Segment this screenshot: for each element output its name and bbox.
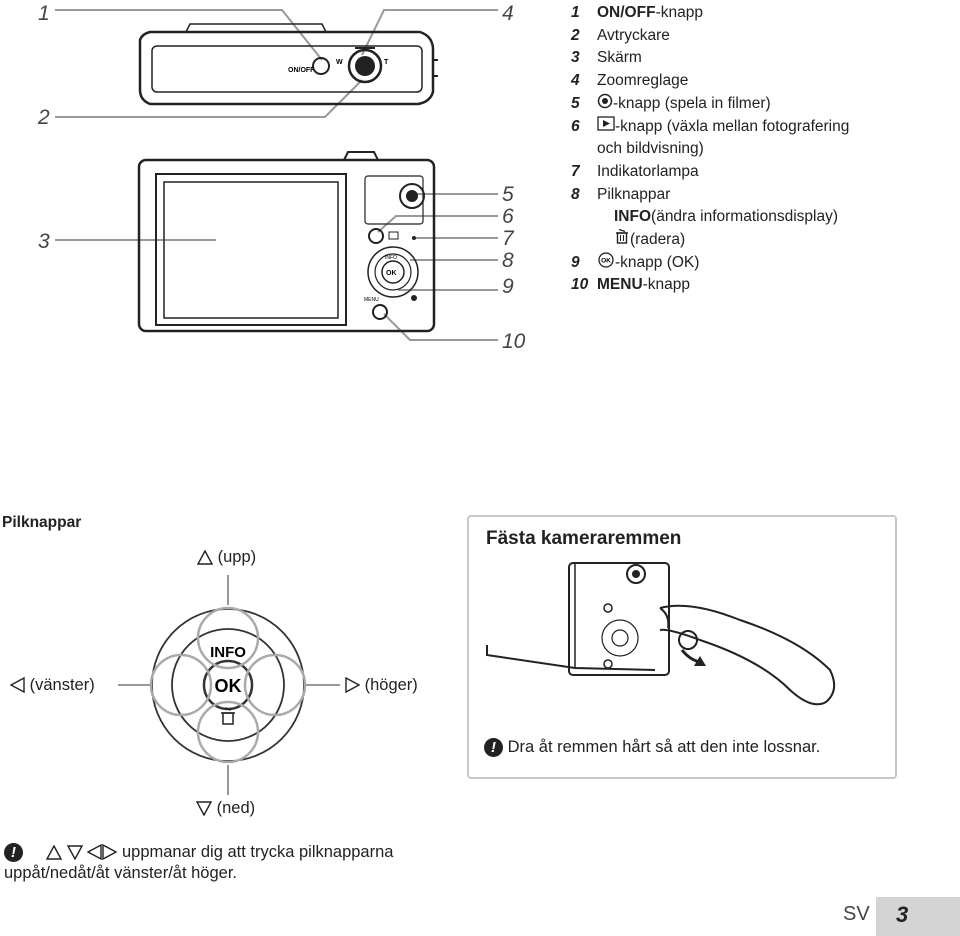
item-text: -knapp	[655, 4, 703, 21]
list-item: (radera)	[571, 229, 960, 252]
on-off-label: ON/OFF	[288, 67, 315, 74]
info-label: INFO	[210, 644, 246, 661]
up-triangle-icon	[46, 845, 63, 860]
left-text: (vänster)	[29, 676, 95, 694]
item-text: (radera)	[630, 231, 686, 249]
play-button-icon	[597, 115, 615, 131]
item-number: 3	[571, 49, 580, 67]
item-text: och bildvisning)	[597, 140, 704, 158]
up-triangle-icon	[197, 550, 213, 565]
item-text: (ändra informationsdisplay)	[651, 208, 838, 226]
menu-small-label: MENU	[364, 297, 379, 303]
item-number: 10	[571, 276, 589, 294]
strap-illustration	[486, 562, 836, 706]
item-number: 4	[571, 72, 580, 90]
item-bold: INFO	[614, 208, 652, 226]
item-number: 1	[571, 4, 580, 21]
callout-10: 10	[502, 330, 526, 353]
camera-top-view: ON/OFF W T	[138, 23, 438, 106]
arrow-note-line1: uppmanar dig att trycka pilknapparna	[121, 843, 394, 861]
strap-box	[467, 515, 897, 779]
down-text: (ned)	[216, 799, 256, 817]
warning-icon: !	[484, 738, 503, 757]
parts-list: 1 ON/OFF-knapp 2 Avtryckare 3 Skärm 4 Zo…	[571, 2, 960, 297]
item-number: 6	[571, 117, 580, 135]
item-bold: ON/OFF	[597, 4, 656, 21]
down-label: (ned)	[196, 799, 255, 818]
right-label: (höger)	[345, 676, 418, 695]
arrow-note-line2: uppåt/nedåt/åt vänster/åt höger.	[4, 864, 238, 882]
item-text: -knapp (OK)	[615, 253, 700, 271]
right-triangle-icon	[102, 844, 118, 860]
ok-small-label: OK	[386, 270, 397, 277]
item-text: Avtryckare	[597, 26, 670, 44]
list-item: 5 -knapp (spela in filmer)	[571, 93, 960, 116]
callout-4: 4	[502, 2, 514, 25]
left-label: (vänster)	[10, 676, 95, 695]
list-item: INFO (ändra informationsdisplay)	[571, 206, 960, 229]
callout-1: 1	[38, 2, 50, 25]
callout-6: 6	[502, 205, 514, 228]
strap-note-text: Dra åt remmen hårt så att den inte lossn…	[507, 738, 821, 756]
arrow-note: ! uppmanar dig att trycka pilknapparna u…	[4, 842, 464, 884]
language-code: SV	[843, 903, 870, 925]
list-item: 9 OK -knapp (OK)	[571, 252, 960, 275]
list-item: 3 Skärm	[571, 47, 960, 70]
right-text: (höger)	[364, 676, 418, 694]
item-text: Zoomreglage	[597, 72, 689, 90]
item-bold: MENU	[597, 276, 643, 294]
down-triangle-icon	[66, 845, 83, 860]
callout-3: 3	[38, 230, 50, 253]
item-text: -knapp	[642, 276, 691, 294]
warning-icon: !	[4, 843, 23, 862]
left-triangle-icon	[10, 677, 25, 693]
page-number-bar	[876, 897, 960, 936]
page-number: 3	[896, 902, 909, 927]
callout-lines	[55, 9, 498, 341]
item-number: 9	[571, 253, 580, 271]
item-number: 5	[571, 94, 580, 112]
movie-button-icon	[597, 93, 613, 109]
list-item: 10 MENU-knapp	[571, 274, 960, 297]
list-item: 1 ON/OFF-knapp	[571, 2, 960, 25]
arrow-keys-heading: Pilknappar	[2, 514, 82, 531]
strap-heading: Fästa kameraremmen	[486, 528, 682, 549]
item-text: Pilknappar	[597, 185, 671, 203]
callout-2: 2	[37, 106, 50, 129]
arrow-pad-diagram: INFO OK	[118, 575, 340, 795]
item-text: Skärm	[597, 49, 642, 67]
tele-label: T	[384, 59, 389, 66]
trash-icon	[221, 707, 235, 725]
right-triangle-icon	[345, 677, 360, 693]
trash-icon	[616, 229, 628, 244]
list-item: 8 Pilknappar	[571, 184, 960, 207]
item-text: -knapp (spela in filmer)	[613, 94, 771, 112]
item-number: 7	[571, 162, 580, 180]
list-item: 7 Indikatorlampa	[571, 161, 960, 184]
callout-9: 9	[502, 275, 514, 298]
item-number: 2	[571, 26, 580, 44]
list-item: 4 Zoomreglage	[571, 70, 960, 93]
item-text: Indikatorlampa	[597, 162, 699, 180]
strap-note: ! Dra åt remmen hårt så att den inte los…	[484, 737, 820, 758]
callout-5: 5	[502, 183, 514, 206]
info-small-label: INFO	[385, 255, 397, 261]
item-text: -knapp (växla mellan fotografering	[615, 117, 850, 135]
list-item: 6 -knapp (växla mellan fotografering	[571, 115, 960, 139]
ok-button-icon: OK	[598, 252, 614, 268]
callout-8: 8	[502, 249, 514, 272]
down-triangle-icon	[196, 801, 212, 816]
svg-text:OK: OK	[601, 257, 611, 264]
ok-label: OK	[215, 676, 242, 696]
wide-label: W	[336, 59, 343, 66]
item-number: 8	[571, 185, 580, 203]
callout-7: 7	[502, 227, 515, 250]
list-item: 2 Avtryckare	[571, 25, 960, 48]
camera-back-view: OK INFO MENU	[137, 151, 436, 333]
list-item: och bildvisning)	[571, 138, 960, 161]
up-label: (upp)	[197, 548, 256, 567]
up-text: (upp)	[217, 548, 257, 566]
left-triangle-icon	[87, 844, 103, 860]
